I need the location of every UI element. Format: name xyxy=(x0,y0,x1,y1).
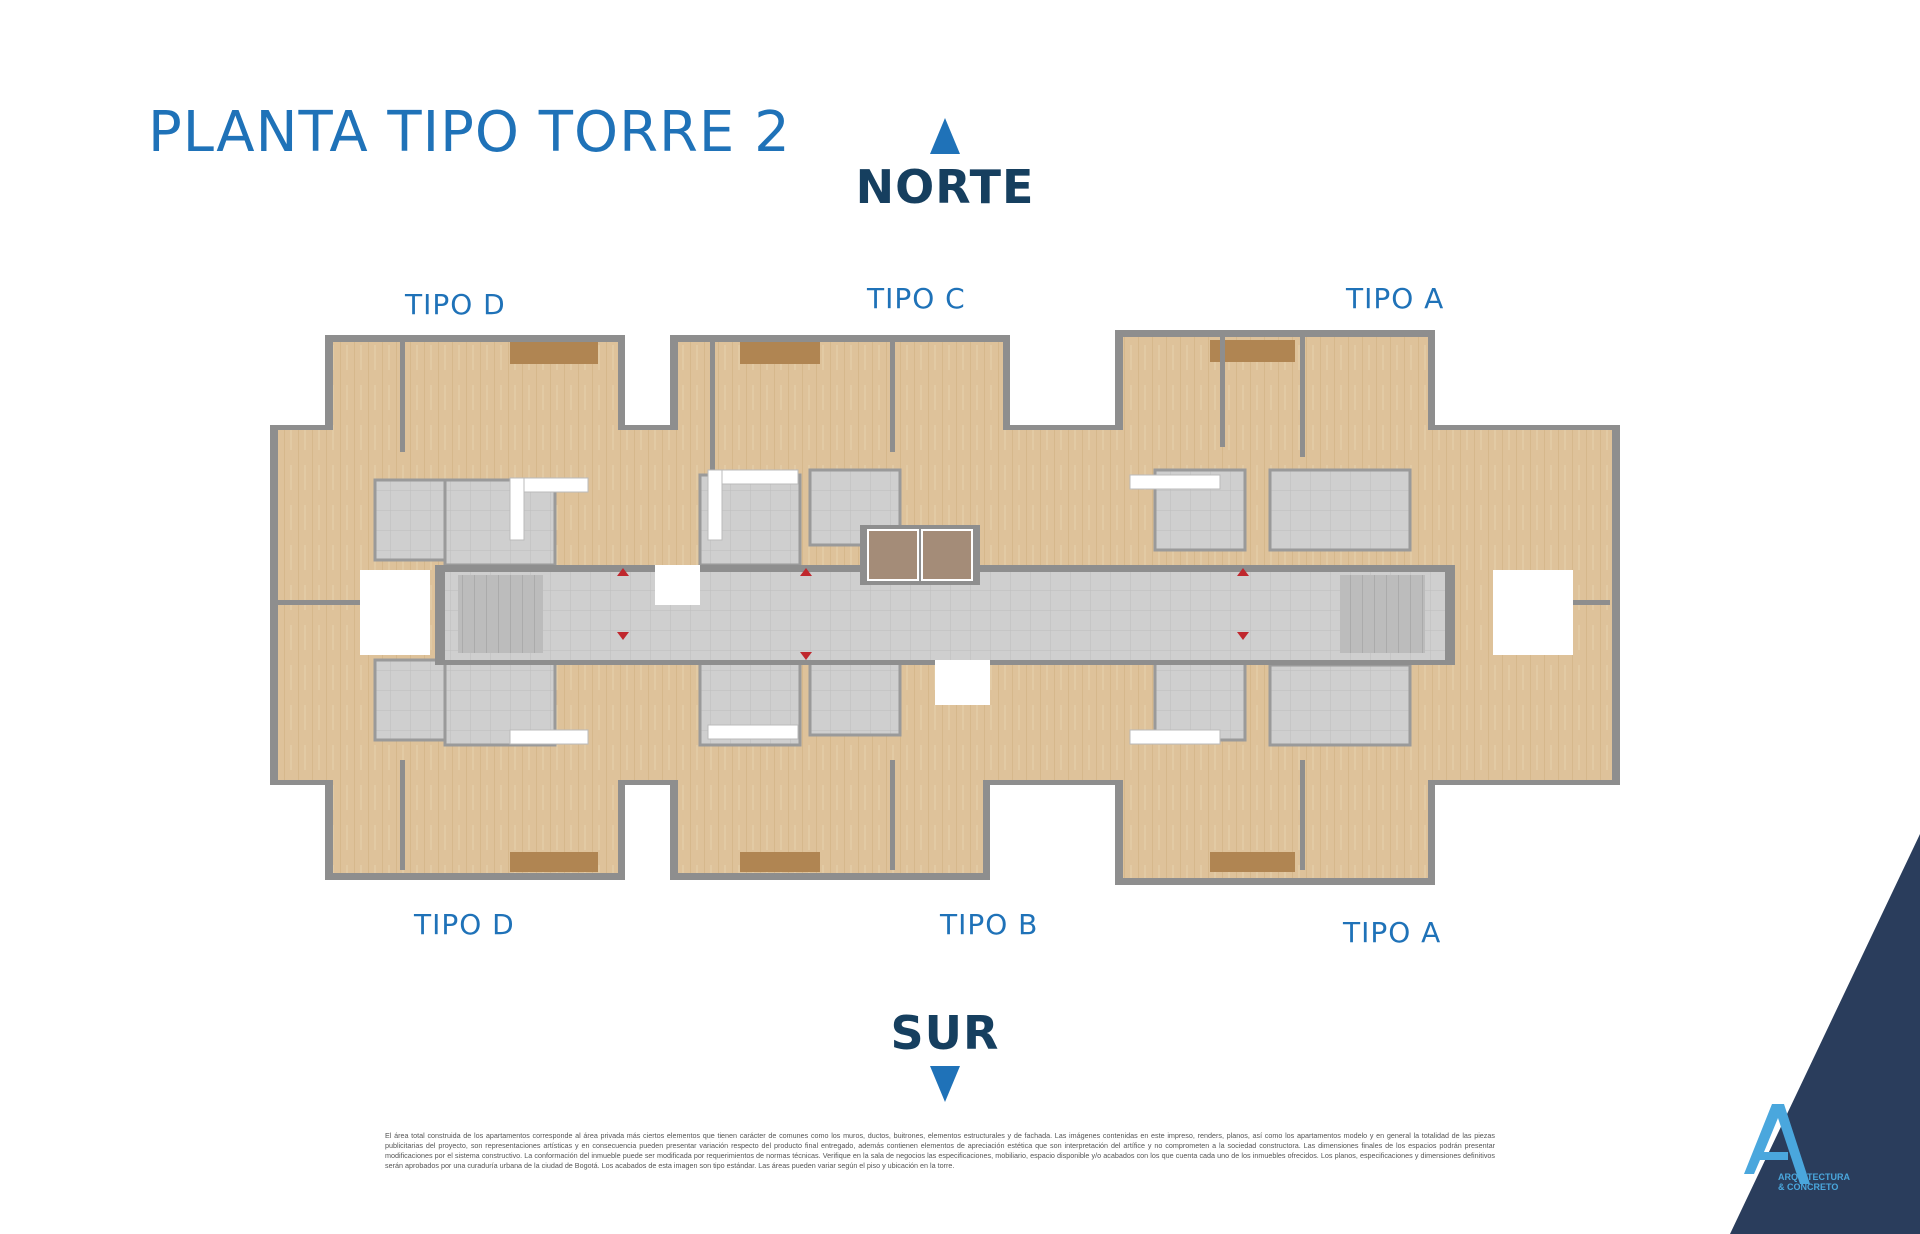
wet-areas xyxy=(373,468,1412,747)
unit-label-bottom-right: TIPO A xyxy=(1343,916,1442,949)
company-name-line1: ARQUITECTURA xyxy=(1778,1172,1850,1182)
unit-label-top-center: TIPO C xyxy=(867,282,966,315)
company-logo-icon xyxy=(1744,1104,1810,1184)
south-arrow-icon xyxy=(930,1066,960,1102)
balconies xyxy=(510,340,1295,872)
company-name: ARQUITECTURA & CONCRETO xyxy=(1778,1172,1850,1192)
north-label: NORTE xyxy=(855,160,1035,214)
legal-disclaimer: El área total construida de los apartame… xyxy=(385,1131,1495,1170)
interior-walls xyxy=(278,337,1610,870)
unit-label-bottom-left: TIPO D xyxy=(414,908,515,941)
unit-label-top-left: TIPO D xyxy=(405,288,506,321)
access-arrow-icons xyxy=(617,568,1249,660)
brand-corner xyxy=(1730,834,1920,1234)
floor-plan xyxy=(270,330,1620,885)
north-arrow-icon xyxy=(930,118,960,154)
north-indicator: NORTE xyxy=(840,118,1050,214)
elevators xyxy=(860,525,980,585)
unit-label-top-right: TIPO A xyxy=(1346,282,1445,315)
south-indicator: SUR xyxy=(840,1006,1050,1102)
corner-triangle xyxy=(1730,834,1920,1234)
countertops xyxy=(509,469,1221,745)
page-title: PLANTA TIPO TORRE 2 xyxy=(148,100,791,165)
light-wells xyxy=(360,565,1573,705)
south-label: SUR xyxy=(890,1006,1000,1060)
company-name-line2: & CONCRETO xyxy=(1778,1182,1839,1192)
unit-label-bottom-center: TIPO B xyxy=(940,908,1039,941)
